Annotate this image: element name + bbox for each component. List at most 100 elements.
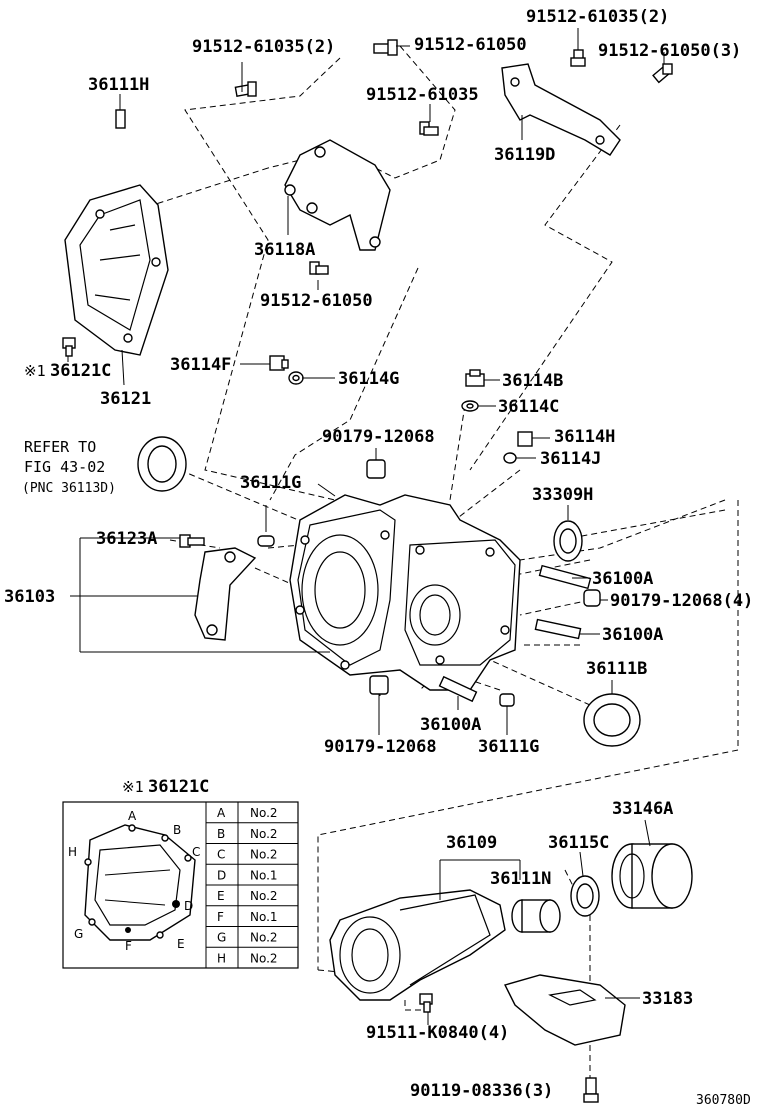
bolt-91512-61035-left [234, 81, 257, 97]
inset-table-position: H [217, 951, 226, 965]
label-90179-12068-4: 90179-12068(4) [610, 591, 753, 611]
oil-seal-36113D [137, 436, 187, 492]
stud-36100A-b [534, 618, 582, 640]
label-36100A-b: 36100A [602, 625, 663, 645]
inset-table-value: No.2 [250, 889, 278, 903]
nut-90179-12068-right [583, 589, 601, 607]
stud-36100A-a [538, 564, 592, 590]
inset-table-value: No.2 [250, 951, 278, 965]
label-36115C: 36115C [548, 833, 609, 853]
bolt-91511-K0840 [419, 993, 433, 1025]
label-36118A: 36118A [254, 240, 315, 260]
pin-36111G-bottom [499, 693, 515, 707]
label-36100A-a: 36100A [592, 569, 653, 589]
inset-point-f: F [125, 939, 132, 953]
label-36114F: 36114F [170, 355, 231, 375]
label-36103: 36103 [4, 587, 55, 607]
oil-seal-36111B [583, 693, 641, 747]
label-inset-mark: ※1 [122, 778, 144, 796]
part-labels: 91512-61035(2) 91512-61050 91512-61035(2… [4, 7, 753, 1108]
label-36114H: 36114H [554, 427, 615, 447]
label-36121: 36121 [100, 389, 151, 409]
inset-point-d: D [184, 899, 193, 913]
label-91512-61050-3: 91512-61050(3) [598, 41, 741, 61]
inset-table-position: G [217, 931, 226, 945]
label-inset-title: 36121C [148, 777, 209, 797]
support-bracket-33183 [503, 974, 640, 1046]
cover-plate-36103 [194, 547, 257, 641]
nut-90179-12068-bottom [369, 675, 389, 695]
bolt-91512-61050-right [652, 63, 673, 84]
inset-point-b: B [173, 823, 181, 837]
label-33183: 33183 [642, 989, 693, 1009]
label-36111N: 36111N [490, 869, 551, 889]
bolt-36121C [62, 337, 76, 357]
bolt-91512-61035-topright [570, 49, 586, 67]
inset-table-position: B [217, 827, 225, 841]
inset-point-a: A [128, 809, 137, 823]
label-36109: 36109 [446, 833, 497, 853]
label-36111H: 36111H [88, 75, 149, 95]
bushing-36111N [511, 899, 561, 933]
inset-point-c: C [192, 845, 200, 859]
inset-36121C [62, 801, 299, 969]
transfer-case-36103 [289, 494, 521, 691]
inset-table-position: C [217, 848, 225, 862]
label-36111B: 36111B [586, 659, 647, 679]
label-36123A: 36123A [96, 529, 157, 549]
gasket-36114G [288, 371, 304, 385]
label-36100A-c: 36100A [420, 715, 481, 735]
stud-36100A-c [438, 675, 478, 703]
label-91512-61050-top: 91512-61050 [414, 35, 527, 55]
inset-table-position: A [217, 806, 226, 820]
label-36114C: 36114C [498, 397, 559, 417]
bolt-91512-61050-mid [309, 261, 329, 290]
oil-seal-36115C [570, 851, 600, 917]
inset-table-value: No.2 [250, 827, 278, 841]
inset-table-position: E [217, 889, 225, 903]
label-33309H: 33309H [532, 485, 593, 505]
label-refer-line2: FIG 43-02 [24, 458, 105, 476]
label-91511-K0840-4: 91511-K0840(4) [366, 1023, 509, 1043]
inset-table-position: F [217, 910, 224, 924]
inset-point-e: E [177, 937, 185, 951]
oil-seal-33309H [553, 520, 583, 562]
inset-table-value: No.1 [250, 910, 278, 924]
bolt-91512-61050-top [373, 39, 398, 56]
nut-90179-12068-top [366, 459, 386, 479]
label-91512-61050-mid: 91512-61050 [260, 291, 373, 311]
gasket-36114J [503, 452, 517, 464]
label-36121C: 36121C [50, 361, 111, 381]
bolt-90119-08336 [583, 1077, 599, 1103]
inset-table-value: No.1 [250, 868, 278, 882]
label-36114B: 36114B [502, 371, 563, 391]
label-33146A: 33146A [612, 799, 673, 819]
inset-table-value: No.2 [250, 848, 278, 862]
label-91512-61035-2-top: 91512-61035(2) [526, 7, 669, 27]
label-90179-12068-top: 90179-12068 [322, 427, 435, 447]
bracket-36119D [501, 63, 621, 156]
plug-36114B [465, 369, 485, 387]
inset-point-letters: A B C D E F G H [68, 809, 200, 953]
inset-table-position: D [217, 868, 226, 882]
label-91512-61035-2-left: 91512-61035(2) [192, 37, 335, 57]
breather-plug-36111H [115, 94, 126, 129]
inset-table-value: No.2 [250, 806, 278, 820]
bracket-36118A [284, 139, 391, 251]
label-91512-61035-mid: 91512-61035 [366, 85, 479, 105]
inset-table-value: No.2 [250, 931, 278, 945]
bolt-36123A [179, 534, 205, 548]
label-36119D: 36119D [494, 145, 555, 165]
inset-point-g: G [74, 927, 83, 941]
label-36111G-top: 36111G [240, 473, 301, 493]
label-90179-12068-bottom: 90179-12068 [324, 737, 437, 757]
label-refer-line3: (PNC 36113D) [22, 481, 116, 496]
inset-point-h: H [68, 845, 77, 859]
extension-housing-36109 [329, 859, 521, 1001]
diagram-id: 360780D [696, 1093, 751, 1108]
extension-housing-cover-36121 [64, 184, 169, 386]
label-36121C-mark: ※1 [24, 362, 46, 380]
label-90119-08336-3: 90119-08336(3) [410, 1081, 553, 1101]
